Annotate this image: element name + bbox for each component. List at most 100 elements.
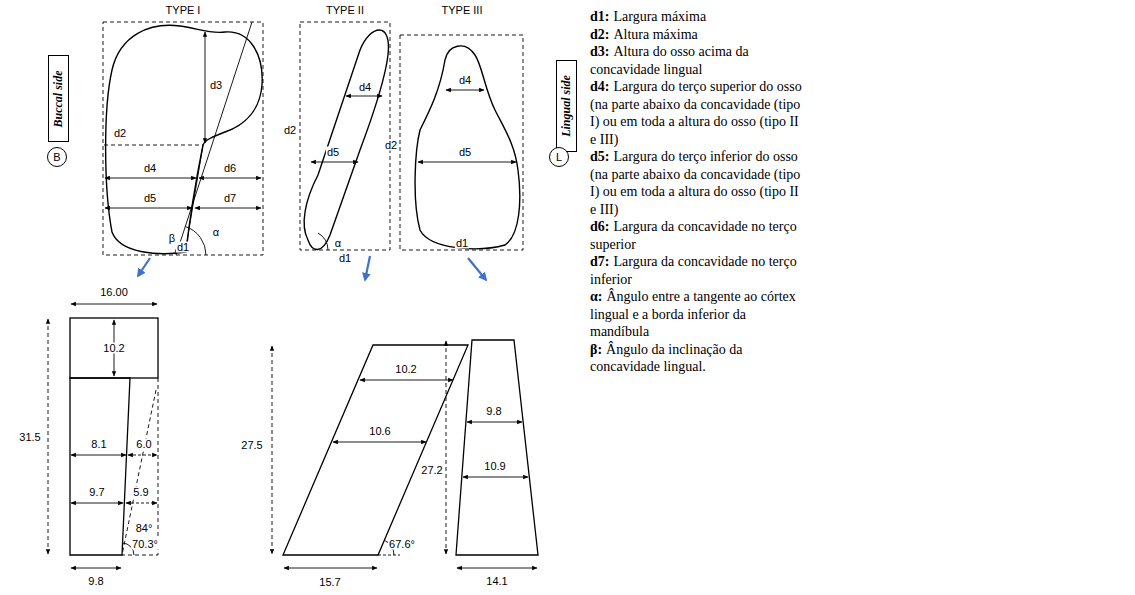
lingual-tangent [176,22,252,255]
dimension-arrow [126,503,157,504]
dimension-label: d4 [358,82,372,93]
measurement-value: 10.2 [394,364,417,375]
definition-row: d5:Largura do terço inferior do osso (na… [590,148,802,218]
bone-outline [415,46,520,249]
dimension-arrow [457,568,537,569]
side-circle: B [47,147,67,167]
definition-row: d4:Largura do terço superior do osso (na… [590,78,802,148]
schematic-box [70,378,130,555]
measurement-value: 14.1 [485,576,508,587]
dimension-arrow [346,96,382,97]
definition-term: d7: [590,254,609,269]
dimension-arrow [71,568,121,569]
measurement-value: 16.00 [99,287,129,298]
dimension-arrow [128,455,157,456]
tangent-line [122,390,156,555]
dimension-arrow [418,162,516,163]
definition-row: d7:Largura da concavidade no terço infer… [590,253,802,288]
dimension-label: d6 [223,163,237,174]
concavity-outline [122,378,158,555]
definition-term: d4: [590,79,609,94]
dimension-label: d5 [458,147,472,158]
dimension-label: α [212,227,220,238]
measurement-value: 15.7 [318,577,341,588]
definition-row: α:Ângulo entre a tangente ao córtex ling… [590,288,802,341]
definition-text: Largura da concavidade no terço inferior [590,254,797,287]
dimension-arrow [333,442,426,443]
measurement-value: 5.9 [132,487,149,498]
side-circle: L [549,147,569,167]
measurement-value: 10.2 [102,343,125,354]
dimension-line [104,145,203,146]
definition-term: d2: [590,27,609,42]
definitions-list: d1: Largura máxima d2: Altura máximad3:Altu… [590,8,802,376]
definition-term: β: [590,342,602,357]
type-heading: TYPE III [441,5,484,16]
measurement-value: 9.8 [485,406,502,417]
schematic-parallelogram [283,345,468,555]
dimension-arrow [105,208,192,209]
bone-outline [304,30,388,250]
measurement-value: 84° [135,523,154,534]
dimension-label: α [334,238,342,249]
extension-line [378,555,400,556]
definition-text: Largura máxima [613,9,706,24]
dimension-label: d5 [326,147,340,158]
measurement-value: 9.7 [88,487,105,498]
definition-term: d6: [590,219,609,234]
definition-row: d3:Altura do osso acima da concavidade l… [590,43,802,78]
dimension-label: d2 [113,128,127,139]
definition-text: Largura do terço superior do osso (na pa… [590,79,802,147]
definition-text: Largura da concavidade no terço superior [590,219,797,252]
type-heading: TYPE I [165,5,202,16]
side-label: Buccal side [52,70,65,127]
definition-term: d1: [590,9,609,24]
definition-text: Altura máxima [613,27,697,42]
measurement-value: 67.6° [388,539,416,550]
schematic-box [70,318,158,378]
definition-row: d1: Largura máxima [590,8,802,26]
definition-term: d5: [590,149,609,164]
schematic-trapezoid [456,340,538,555]
side-letter: B [53,152,60,163]
side-label: Lingual side [560,75,573,137]
dimension-label: d1 [455,238,469,249]
dimension-label: d4 [143,163,157,174]
definition-term: d3: [590,44,609,59]
dimension-label: d2 [283,125,297,136]
dimension-arrow [272,346,273,554]
measurement-value: 70.3° [131,539,159,550]
definition-text: Ângulo da inclinação da concavidade ling… [590,342,743,375]
measurement-value: 6.0 [135,439,152,450]
measurement-value: 27.2 [420,465,443,476]
measurement-value: 8.1 [90,439,107,450]
bone-outline [106,25,263,253]
dimension-arrow [446,90,484,91]
bounding-box [400,35,523,250]
dimension-arrow [463,477,528,478]
dimension-label: d3 [209,80,223,91]
side-letter: L [556,152,562,163]
dimension-arrow [71,304,157,305]
dimension-label: d7 [223,193,237,204]
dimension-label: d1 [338,253,352,264]
dimension-arrow [71,503,123,504]
measurement-value: 10.6 [368,426,391,437]
dimension-label: d2 [384,140,398,151]
dimension-arrow [205,32,206,143]
dimension-label: d1 [176,242,190,253]
definition-row: β:Ângulo da inclinação da concavidade li… [590,341,802,376]
dimension-label: d5 [143,193,157,204]
dimension-arrow [105,178,196,179]
dimension-arrow [311,162,358,163]
bounding-box [300,22,390,250]
measurement-value: 31.5 [18,432,41,443]
side-label-box: Lingual side [556,60,577,152]
dimension-arrow [195,208,261,209]
blue-arrow [468,258,486,280]
dimension-arrow [360,380,453,381]
definition-row: d2: Altura máxima [590,26,802,44]
type-heading: TYPE II [325,5,365,16]
dimension-arrow [467,422,522,423]
definition-row: d6:Largura da concavidade no terço super… [590,218,802,253]
